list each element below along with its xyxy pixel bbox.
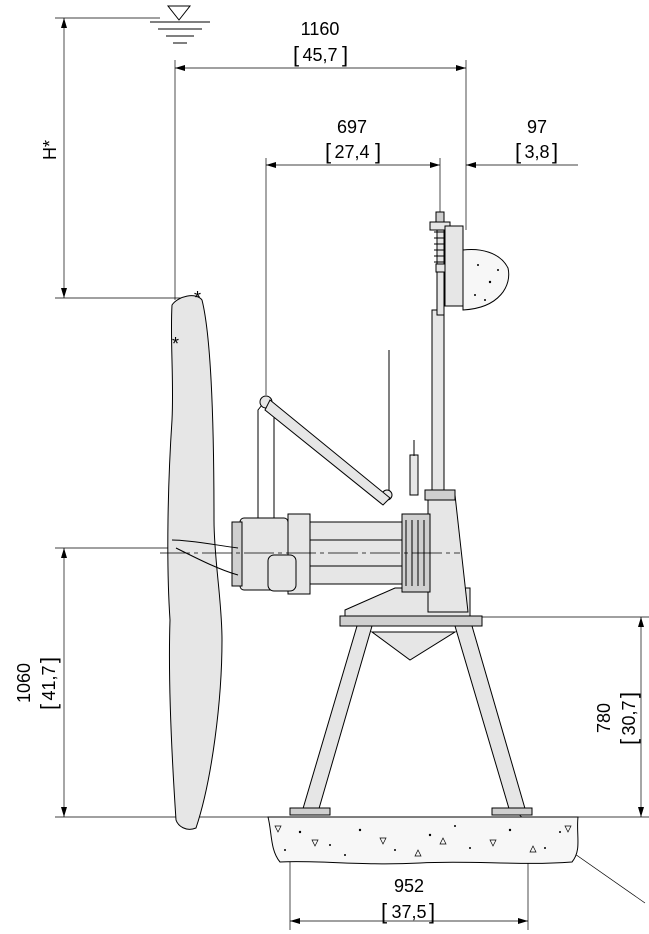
dim-depth: H*: [40, 140, 60, 160]
dim-base-width: 952 [ 37,5 ]: [381, 876, 435, 924]
svg-text:27,4: 27,4: [334, 142, 369, 162]
svg-text:41,7: 41,7: [39, 665, 59, 700]
svg-text:780: 780: [594, 703, 614, 733]
svg-text:[: [: [381, 899, 387, 924]
svg-text:1160: 1160: [301, 19, 340, 39]
lift-rod: [381, 350, 393, 501]
svg-text:30,7: 30,7: [619, 700, 639, 735]
dim-width-total: 1160 [ 45,7 ]: [293, 19, 348, 67]
dim-motor-length: 697 [ 27,4 ]: [325, 117, 381, 164]
svg-text:]: ]: [36, 657, 61, 663]
svg-text:37,5: 37,5: [391, 902, 426, 922]
svg-text:]: ]: [429, 899, 435, 924]
svg-text:[: [: [293, 42, 299, 67]
svg-text:697: 697: [337, 117, 367, 137]
svg-text:]: ]: [552, 139, 558, 164]
water-level-icon: [150, 5, 210, 44]
svg-text:952: 952: [394, 876, 424, 896]
concrete-floor: [267, 816, 579, 865]
svg-text:]: ]: [342, 42, 348, 67]
mounting-stand: [289, 587, 533, 816]
dim-propeller-height: 1060 [ 41,7 ]: [14, 657, 61, 710]
svg-text:1060: 1060: [14, 663, 34, 703]
svg-text:H*: H*: [40, 140, 60, 160]
svg-text:[: [: [36, 704, 61, 710]
motor-body: [231, 513, 431, 595]
dimension-lines: [55, 17, 649, 930]
svg-text:3,8: 3,8: [524, 142, 549, 162]
svg-text:97: 97: [527, 117, 547, 137]
wall-section: [462, 249, 510, 311]
svg-text:45,7: 45,7: [302, 45, 337, 65]
svg-text:]: ]: [375, 139, 381, 164]
svg-text:[: [: [515, 139, 521, 164]
guide-mast: [429, 211, 464, 511]
svg-text:*: *: [194, 288, 201, 308]
svg-text:[: [: [616, 739, 641, 745]
lift-bracket: [257, 395, 391, 520]
dim-stand-height: 780 [ 30,7 ]: [594, 692, 641, 745]
dim-wall-offset: 97 [ 3,8 ]: [515, 117, 558, 164]
svg-text:*: *: [172, 334, 179, 354]
propeller-blade: * *: [167, 288, 239, 830]
svg-text:]: ]: [616, 692, 641, 698]
svg-text:[: [: [325, 139, 331, 164]
